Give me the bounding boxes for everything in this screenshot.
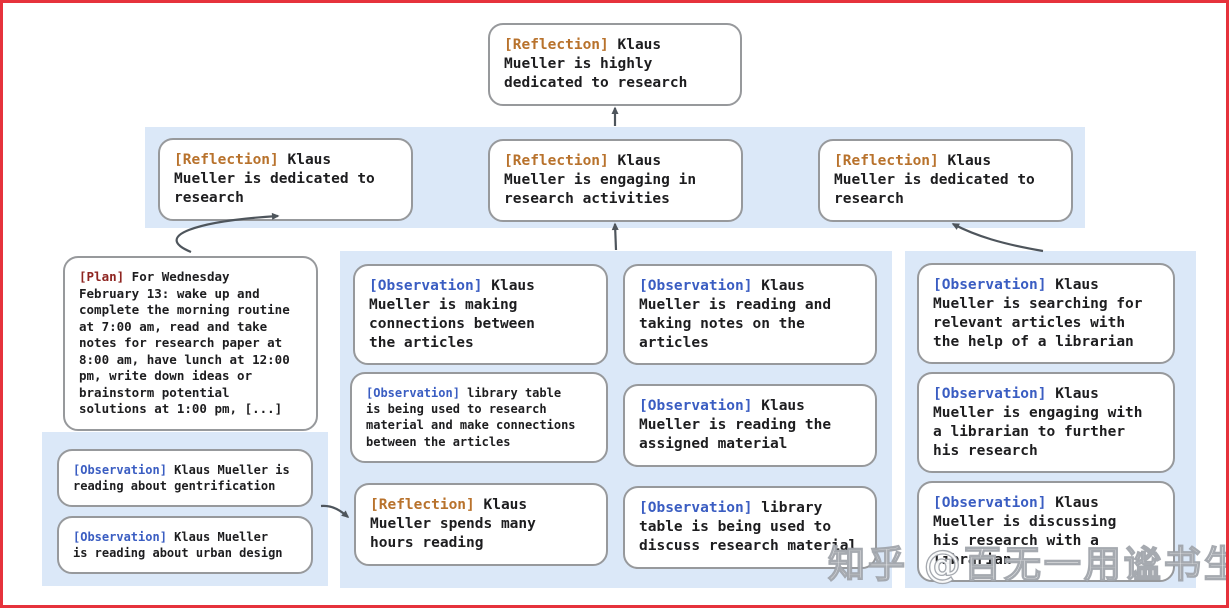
node-text: Klaus Mueller is engaging with a librari… [933,386,1143,459]
observation-tag: [Observation] [933,495,1047,511]
memory-node-obs-gentrification: [Observation] Klaus Mueller is reading a… [57,449,313,508]
node-text: Klaus Mueller is searching for relevant … [933,277,1143,350]
reflection-tag: [Reflection] [174,152,279,168]
memory-node-reflection-right: [Reflection] Klaus Mueller is dedicated … [818,139,1073,222]
memory-node-plan: [Plan] For Wednesday February 13: wake u… [63,256,318,431]
observation-tag: [Observation] [933,277,1047,293]
memory-node-obs-searching-articles: [Observation] Klaus Mueller is searching… [917,263,1175,365]
arrow-right-band-to-reflection [951,223,1044,253]
memory-node-obs-library-table-discuss: [Observation] library table is being use… [623,486,877,569]
node-text: Klaus Mueller is reading and taking note… [639,278,832,351]
reflection-tag: [Reflection] [504,153,609,169]
observation-tag: [Observation] [366,386,460,400]
zhihu-watermark: 知乎 @百无一用谧书生 [827,542,1229,586]
memory-node-obs-taking-notes: [Observation] Klaus Mueller is reading a… [623,264,877,366]
node-text: For Wednesday February 13: wake up and c… [79,269,290,416]
node-text: Klaus Mueller is reading about urban des… [73,530,283,561]
observation-tag: [Observation] [639,500,753,516]
reflection-tag: [Reflection] [504,37,609,53]
observation-tag: [Observation] [73,530,167,544]
memory-node-obs-engaging-librarian: [Observation] Klaus Mueller is engaging … [917,372,1175,474]
memory-node-obs-library-table-research: [Observation] library table is being use… [350,372,608,463]
observation-tag: [Observation] [639,398,753,414]
memory-node-obs-connections: [Observation] Klaus Mueller is making co… [353,264,608,366]
node-text: Klaus Mueller is highly dedicated to res… [504,37,688,91]
node-text: library table is being used to discuss r… [639,500,858,554]
observation-tag: [Observation] [933,386,1047,402]
memory-node-reflection-left: [Reflection] Klaus Mueller is dedicated … [158,138,413,221]
reflection-tag: [Reflection] [834,153,939,169]
memory-node-root: [Reflection] Klaus Mueller is highly ded… [488,23,742,106]
node-text: Klaus Mueller is dedicated to research [834,153,1035,207]
memory-node-reflection-hours-reading: [Reflection] Klaus Mueller spends many h… [354,483,608,566]
observation-tag: [Observation] [639,278,753,294]
plan-tag: [Plan] [79,269,125,284]
memory-node-obs-discussing-research: [Observation] Klaus Mueller is discussin… [917,481,1175,583]
node-text: Klaus Mueller is engaging in research ac… [504,153,697,207]
node-text: Klaus Mueller is reading about gentrific… [73,463,290,494]
node-text: Klaus Mueller is discussing his research… [933,495,1117,568]
memory-node-reflection-middle: [Reflection] Klaus Mueller is engaging i… [488,139,743,222]
memory-node-obs-assigned-material: [Observation] Klaus Mueller is reading t… [623,384,877,467]
node-text: Klaus Mueller is making connections betw… [369,278,535,351]
node-text: Klaus Mueller spends many hours reading [370,497,536,551]
memory-node-obs-urban-design: [Observation] Klaus Mueller is reading a… [57,516,313,575]
observation-tag: [Observation] [73,463,167,477]
node-text: library table is being used to research … [366,386,576,449]
observation-tag: [Observation] [369,278,483,294]
reflection-tag: [Reflection] [370,497,475,513]
node-text: Klaus Mueller is dedicated to research [174,152,375,206]
node-text: Klaus Mueller is reading the assigned ma… [639,398,832,452]
